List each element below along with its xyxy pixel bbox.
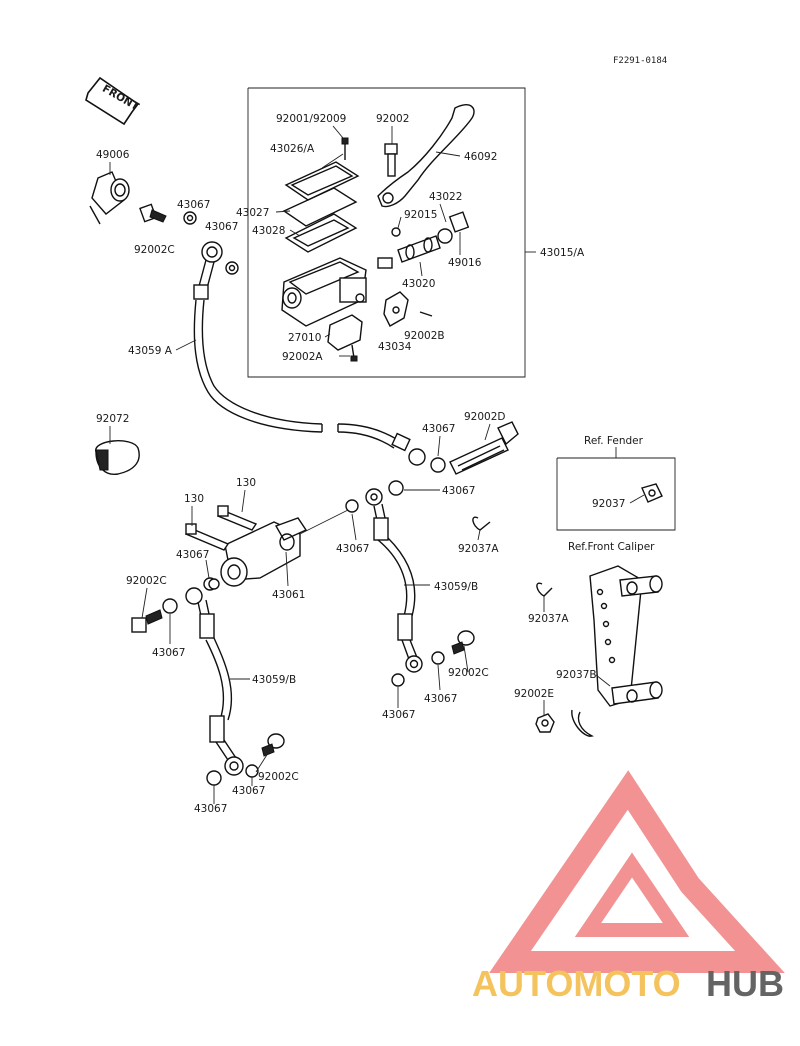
figure-code: F2291-0184 [613,56,667,66]
label-43059B-a: 43059/B [434,581,478,593]
master-cylinder-43015 [281,257,367,327]
caliper-bracket [571,565,663,737]
label-92002C-d: 92002C [258,771,299,783]
piston-kit-43020 [377,211,470,269]
label-46092: 46092 [464,151,497,163]
label-43067-c: 43067 [422,423,455,435]
label-49006: 49006 [96,149,130,161]
reservoir-cap [282,137,360,253]
banjo-bolt-92002C-d [261,733,285,757]
part-labels: 49006 43067 92002C 43067 92001/92009 430… [96,113,655,815]
clip-92037A-a [472,516,491,531]
label-43067-g: 43067 [152,647,185,659]
clip-92037 [641,483,663,503]
bolt-92002E [535,713,555,733]
label-130-b: 130 [184,493,204,505]
label-92002C-b: 92002C [126,575,167,587]
boot-49006 [89,171,130,225]
label-43067-j: 43067 [232,785,265,797]
watermark-text-automoto: AUTOMOTO [472,963,681,1004]
joint-43061 [220,509,349,587]
banjo-bolt-92002D [449,421,519,475]
label-43061: 43061 [272,589,305,601]
leader-lines [109,125,645,804]
clip-92037A-b [536,582,553,597]
label-92002: 92002 [376,113,409,125]
pivot-bolt-92002 [384,143,398,177]
watermark-text-hub: HUB [706,963,784,1004]
label-43067-e: 43067 [176,549,209,561]
label-92037A-b: 92037A [528,613,569,625]
label-92002A: 92002A [282,351,323,363]
label-92037A-a: 92037A [458,543,499,555]
label-92002B: 92002B [404,330,445,342]
assembly-box [247,87,526,378]
label-43067-a: 43067 [177,199,210,211]
label-43028: 43028 [252,225,285,237]
label-92072: 92072 [96,413,129,425]
label-43067-b: 43067 [205,221,238,233]
label-92002C-c: 92002C [448,667,489,679]
label-43015: 43015/A [540,247,585,259]
switch-27010 [327,314,363,362]
fender-ref-box [556,457,676,531]
label-43027: 43027 [236,207,269,219]
label-43067-k: 43067 [194,803,227,815]
label-43020: 43020 [402,278,435,290]
label-43034: 43034 [378,341,412,353]
label-43022: 43022 [429,191,462,203]
label-92002E: 92002E [514,688,554,700]
label-43026: 43026/A [270,143,315,155]
label-43059A: 43059 A [128,345,173,357]
bolt-130-a [216,505,258,531]
label-92015: 92015 [404,209,437,221]
label-92001: 92001/92009 [276,113,346,125]
label-92002D: 92002D [464,411,506,423]
label-43067-h: 43067 [424,693,457,705]
label-92002C-a: 92002C [134,244,175,256]
label-43059B-b: 43059/B [252,674,296,686]
label-43067-i: 43067 [382,709,415,721]
banjo-bolt-92002C-b [131,609,163,633]
hose-43059A [193,241,426,466]
label-92037B: 92037B [556,669,597,681]
label-49016: 49016 [448,257,482,269]
lever-46092 [377,104,475,208]
banjo-bolt-92002C-c [451,630,475,655]
watermark-logo: AUTOMOTO HUB [472,770,785,1004]
ref-caliper: Ref.Front Caliper [568,541,655,553]
label-43067-d: 43067 [442,485,475,497]
hose-43059B-right [345,488,423,673]
hose-43059B-left [185,577,244,776]
banjo-bolt-92002C-a [139,203,167,223]
clamp-92072 [95,440,140,475]
label-43067-f: 43067 [336,543,369,555]
bolt-130-b [184,523,230,551]
label-92037: 92037 [592,498,625,510]
label-130-a: 130 [236,477,256,489]
ref-fender: Ref. Fender [584,435,644,447]
label-27010: 27010 [288,332,321,344]
bracket-43034 [383,291,433,327]
front-arrow-icon: FRONT [85,76,142,126]
